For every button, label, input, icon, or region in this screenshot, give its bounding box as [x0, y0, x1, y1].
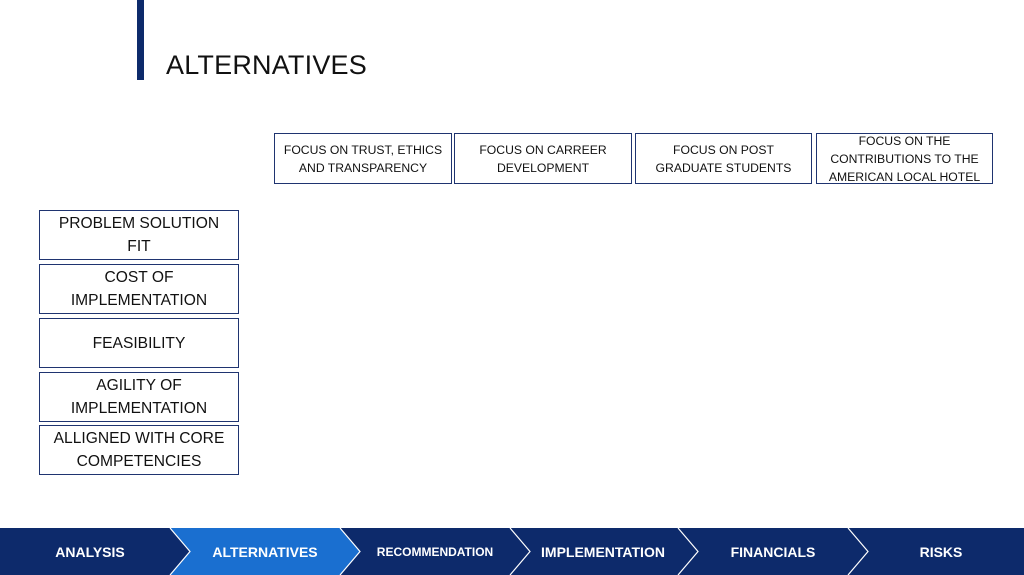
- alternative-label: FOCUS ON CARREER DEVELOPMENT: [479, 142, 607, 175]
- chevron-divider: [677, 528, 699, 575]
- bottom-navigation: ANALYSIS ALTERNATIVES RECOMMENDATION IMP…: [0, 528, 1024, 575]
- criterion-feasibility: FEASIBILITY: [39, 318, 239, 368]
- nav-chevrons: [169, 528, 869, 575]
- nav-tab-recommendation[interactable]: RECOMMENDATION: [376, 544, 494, 559]
- criterion-problem-solution-fit: PROBLEM SOLUTION FIT: [39, 210, 239, 260]
- criterion-agility-of-implementation: AGILITY OF IMPLEMENTATION: [39, 372, 239, 422]
- active-tab-highlight: [170, 528, 360, 575]
- chevron-divider: [847, 528, 869, 575]
- nav-tab-alternatives[interactable]: ALTERNATIVES: [212, 543, 318, 560]
- alternative-box-local-hotel: FOCUS ON THE CONTRIBUTIONS TO THE AMERIC…: [816, 133, 993, 184]
- chevron-divider: [169, 528, 191, 575]
- criterion-label: ALLIGNED WITH CORE COMPETENCIES: [53, 430, 225, 470]
- page-title: ALTERNATIVES: [166, 50, 367, 80]
- alternative-box-post-graduate: FOCUS ON POST GRADUATE STUDENTS: [635, 133, 812, 184]
- nav-tab-implementation[interactable]: IMPLEMENTATION: [541, 543, 665, 560]
- criterion-cost-of-implementation: COST OF IMPLEMENTATION: [39, 264, 239, 314]
- criterion-label: PROBLEM SOLUTION FIT: [58, 215, 220, 255]
- criterion-label: AGILITY OF IMPLEMENTATION: [70, 377, 208, 417]
- criterion-core-competencies: ALLIGNED WITH CORE COMPETENCIES: [39, 425, 239, 475]
- chevron-divider: [339, 528, 361, 575]
- alternative-box-trust-ethics: FOCUS ON TRUST, ETHICS AND TRANSPARENCY: [274, 133, 452, 184]
- alternative-label: FOCUS ON TRUST, ETHICS AND TRANSPARENCY: [283, 142, 443, 175]
- alternative-label: FOCUS ON THE CONTRIBUTIONS TO THE AMERIC…: [828, 133, 981, 184]
- alternative-label: FOCUS ON POST GRADUATE STUDENTS: [655, 142, 792, 175]
- nav-tab-analysis[interactable]: ANALYSIS: [55, 543, 125, 560]
- criterion-label: FEASIBILITY: [92, 334, 186, 352]
- chevron-divider: [509, 528, 531, 575]
- criterion-label: COST OF IMPLEMENTATION: [70, 269, 208, 309]
- nav-tab-risks[interactable]: RISKS: [919, 543, 963, 560]
- title-accent-bar: [137, 0, 144, 80]
- alternative-box-career-development: FOCUS ON CARREER DEVELOPMENT: [454, 133, 632, 184]
- nav-tab-financials[interactable]: FINANCIALS: [730, 543, 816, 560]
